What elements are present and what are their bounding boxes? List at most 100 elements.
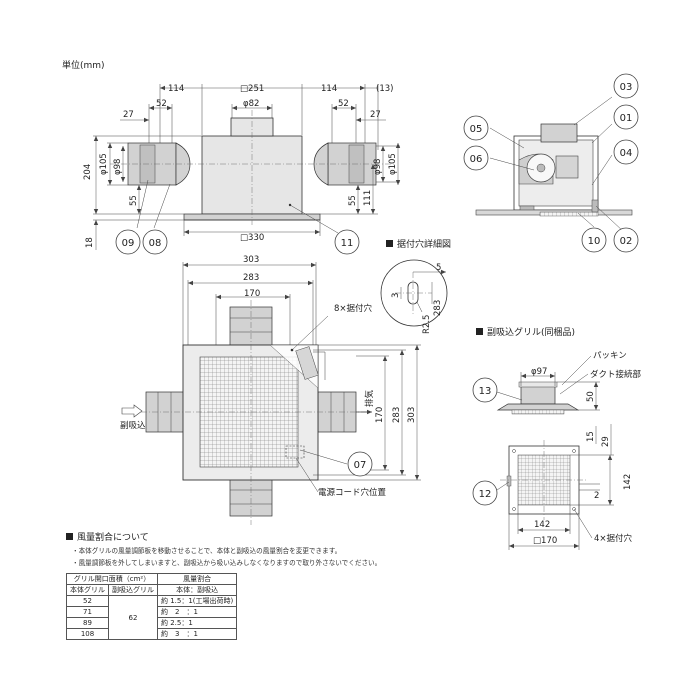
- table-row: 52 62 約 1.5：1(工場出荷時): [66, 595, 238, 640]
- sub-dim-170: □170: [533, 536, 557, 546]
- table-cell-main: 108: [66, 628, 109, 640]
- dim-114-right: 114: [321, 84, 337, 94]
- table-row: 本体グリル 副吸込グリル 本体：副吸込: [66, 584, 238, 596]
- hole-dim-5: 5: [436, 263, 441, 273]
- callout-08: [142, 229, 168, 255]
- dim-111: 111: [363, 190, 373, 206]
- section-title-hole-detail-text: 据付穴詳細図: [397, 240, 452, 250]
- top-view: 303 283 170: [120, 255, 421, 525]
- callout-04: [613, 139, 639, 165]
- table-col-ratio: 本体：副吸込: [156, 584, 238, 596]
- section-title-airflow: 風量割合について: [66, 530, 149, 543]
- sub-dim-142-side: 142: [623, 474, 633, 490]
- dim-170-top: 170: [244, 289, 260, 299]
- dim-52-left: 52: [156, 99, 167, 109]
- sub-dim-2: 2: [594, 491, 599, 501]
- sub-holes-label: 4×据付穴: [594, 533, 633, 544]
- exhaust-label: 排気: [364, 389, 375, 407]
- callout-07: [347, 451, 373, 477]
- callout-03: [613, 73, 639, 99]
- dim-251: □251: [240, 84, 264, 94]
- power-cord-hole: [285, 445, 305, 459]
- table-cell-sub: 62: [108, 595, 158, 640]
- section-title-sub-grille: 副吸込グリル(同梱品): [476, 325, 575, 338]
- callout-07-label: 07: [354, 460, 367, 471]
- callout-01-label: 01: [620, 113, 633, 124]
- airflow-note-2: ・風量調節板を外してしまいますと、副吸込から吸い込みしなくなりますので取り外さな…: [72, 559, 382, 567]
- callout-03-label: 03: [620, 82, 633, 93]
- callout-06-label: 06: [470, 154, 483, 165]
- table-cell-ratio: 約 2 ：1: [156, 606, 238, 618]
- hole-dim-r25: R2.5: [422, 315, 432, 334]
- dim-55-right: 55: [348, 195, 358, 206]
- callout-11: [334, 229, 360, 255]
- table-row: 108 約 3 ：1: [66, 628, 238, 640]
- dim-phi98-right: φ98: [373, 159, 383, 175]
- table-cell-main: 89: [66, 617, 109, 629]
- dim-283-top: 283: [243, 273, 259, 283]
- table-col-main: 本体グリル: [66, 584, 109, 596]
- dim-13: (13): [376, 84, 393, 94]
- sub-intake-label: 副吸込: [120, 420, 146, 431]
- sub-intake-arrow-icon: [121, 404, 143, 418]
- dim-170-side: 170: [375, 407, 385, 423]
- sub-dim-phi97: φ97: [531, 367, 547, 377]
- callout-04-label: 04: [620, 148, 633, 159]
- callout-08-label: 08: [149, 238, 162, 249]
- power-cord-label: 電源コード穴位置: [318, 487, 387, 498]
- sub-dim-142-bottom: 142: [534, 520, 550, 530]
- callout-13-label: 13: [479, 386, 492, 397]
- section-view: 03 01 05 06 04 10 02: [463, 73, 639, 253]
- callout-05-label: 05: [470, 124, 483, 135]
- callout-10: [581, 227, 607, 253]
- table-row: グリル開口面積（cm²） 風量割合: [66, 573, 238, 585]
- callout-13: [472, 377, 498, 403]
- dim-27-right: 27: [370, 110, 381, 120]
- callout-01: [613, 104, 639, 130]
- sub-grille-view: φ97 パッキン ダクト接続部 50 15 29 13 142 2 12: [472, 351, 642, 550]
- dim-283-side: 283: [392, 407, 402, 423]
- callout-02: [613, 227, 639, 253]
- dim-303-top: 303: [243, 255, 259, 265]
- table-cell-main: 71: [66, 606, 109, 618]
- table-cell-ratio: 約 2.5：1: [156, 617, 238, 629]
- table-cell-ratio: 約 1.5：1(工場出荷時): [156, 595, 238, 607]
- callout-02-label: 02: [620, 236, 633, 247]
- hole-dim-3: 3: [391, 293, 401, 298]
- section-title-hole-detail: 据付穴詳細図: [386, 237, 451, 250]
- sub-dim-15: 15: [586, 431, 596, 442]
- callout-09: [115, 229, 141, 255]
- table-cell-ratio: 約 3 ：1: [156, 628, 238, 640]
- airflow-ratio-table: グリル開口面積（cm²） 風量割合 本体グリル 副吸込グリル 本体：副吸込 52…: [66, 573, 238, 640]
- dim-114-left: 114: [168, 84, 184, 94]
- callout-05: [463, 115, 489, 141]
- callout-06: [463, 145, 489, 171]
- duct-label: ダクト接続部: [590, 369, 642, 380]
- dim-55-left: 55: [129, 195, 139, 206]
- sub-dim-50: 50: [586, 391, 596, 402]
- dim-330: □330: [240, 233, 264, 243]
- side-view: 114 □251 114 (13) 52 φ82 52 27 27: [83, 84, 401, 255]
- section-title-airflow-text: 風量割合について: [77, 533, 149, 543]
- dim-204: 204: [83, 164, 93, 180]
- callout-11-label: 11: [341, 238, 354, 249]
- callout-10-label: 10: [588, 236, 601, 247]
- table-header-area: グリル開口面積（cm²）: [66, 573, 158, 585]
- table-col-sub: 副吸込グリル: [108, 584, 158, 596]
- dim-phi105-left: φ105: [99, 153, 109, 175]
- dim-52-right: 52: [338, 99, 349, 109]
- callout-12-label: 12: [479, 489, 492, 500]
- dim-phi98-left: φ98: [113, 159, 123, 175]
- callout-12: [472, 480, 498, 506]
- sub-dim-29: 29: [601, 436, 611, 447]
- dim-82: φ82: [243, 99, 259, 109]
- section-title-sub-grille-text: 副吸込グリル(同梱品): [487, 328, 576, 338]
- sub-duct-connector: [520, 385, 556, 405]
- hole-detail: 5 3 283 R2.5: [380, 259, 448, 334]
- table-header-ratio: 風量割合: [156, 573, 238, 585]
- dim-27-left: 27: [123, 110, 134, 120]
- dim-303-side: 303: [407, 407, 417, 423]
- airflow-note-1: ・本体グリルの風量調節板を移動させることで、本体と副吸込の風量割合を変更できます…: [72, 547, 342, 555]
- holes-label: 8×据付穴: [334, 303, 373, 314]
